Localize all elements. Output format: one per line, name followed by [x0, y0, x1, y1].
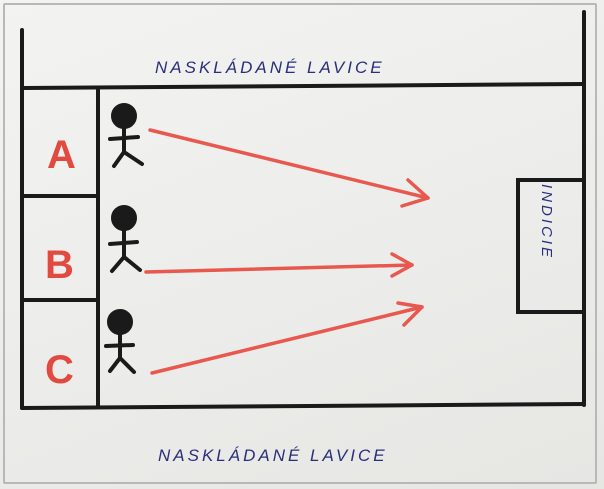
arrow-icon [144, 252, 414, 278]
bottom-bench-label: NASKLÁDANÉ LAVICE [158, 446, 388, 465]
zone-label-b: B [45, 243, 74, 287]
stick-figure-icon [104, 309, 136, 374]
target-label: INDICIE [538, 184, 555, 260]
zone-label-c: C [45, 348, 74, 392]
stick-figure-icon [108, 103, 144, 168]
target-box [516, 178, 586, 314]
hall-walls [20, 10, 586, 410]
photo-border [3, 3, 597, 484]
arrow-icon [150, 301, 424, 375]
zone-label-a: A [47, 133, 76, 177]
bottom-bench-line [20, 402, 586, 410]
top-bench-line [22, 82, 585, 90]
stick-figure-icon [108, 205, 142, 273]
arrow-icon [148, 128, 430, 208]
top-bench-label: NASKLÁDANÉ LAVICE [155, 58, 385, 77]
